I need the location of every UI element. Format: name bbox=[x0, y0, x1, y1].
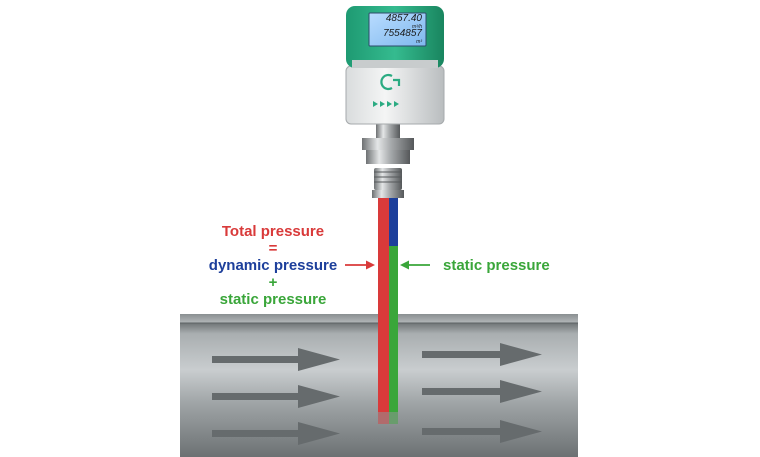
lcd-value-1: 4857.40 bbox=[385, 13, 422, 24]
probe-tip bbox=[378, 412, 398, 424]
probe-fitting bbox=[362, 120, 414, 198]
label-plus: + bbox=[268, 274, 278, 291]
label-total-pressure: Total pressure bbox=[221, 223, 325, 240]
label-equals: = bbox=[268, 240, 278, 257]
lcd-value-2: 7554857 bbox=[383, 28, 422, 39]
flow-arrow-right-top bbox=[422, 343, 542, 366]
flow-arrow-right-bottom bbox=[422, 420, 542, 443]
status-led-icons bbox=[373, 101, 399, 107]
flow-arrow-left-middle bbox=[212, 385, 340, 408]
flow-arrow-left-top bbox=[212, 348, 340, 371]
total-pressure-tube bbox=[378, 196, 389, 424]
dynamic-pressure-segment bbox=[389, 196, 398, 246]
pointer-arrow-total bbox=[345, 260, 375, 270]
lcd-line-2: 7554857 bbox=[372, 29, 422, 39]
lcd-display bbox=[368, 12, 427, 47]
flow-arrow-right-middle bbox=[422, 380, 542, 403]
label-dynamic-pressure: dynamic pressure bbox=[208, 257, 338, 274]
lcd-unit-1-text: m³/h bbox=[412, 24, 422, 30]
flow-arrow-left-bottom bbox=[212, 422, 340, 445]
lcd-unit-2: m³ bbox=[372, 39, 422, 45]
label-static-pressure-left: static pressure bbox=[219, 291, 327, 308]
flow-arrows bbox=[212, 343, 542, 445]
pointer-arrow-static bbox=[400, 260, 430, 270]
lcd-unit-2-text: m³ bbox=[416, 39, 422, 45]
label-static-pressure-right: static pressure bbox=[443, 257, 550, 274]
static-pressure-tube bbox=[389, 246, 398, 424]
probe-rods bbox=[378, 196, 398, 424]
brand-logo-icon bbox=[380, 73, 401, 91]
lcd-line-1: 4857.40 bbox=[372, 14, 422, 24]
lcd-unit-1: m³/h bbox=[372, 24, 422, 30]
